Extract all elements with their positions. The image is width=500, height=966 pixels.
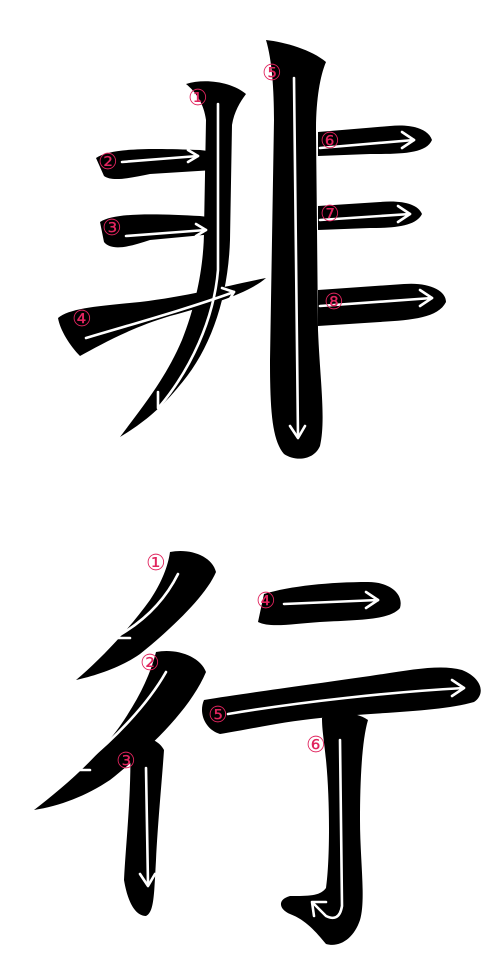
stroke-4-xing bbox=[258, 582, 401, 626]
stroke-number-5-xing: ⑤ bbox=[208, 703, 228, 728]
arrow-head-7-fei bbox=[396, 204, 412, 224]
arrow-head-2-xing bbox=[74, 754, 92, 772]
stroke-8-fei bbox=[318, 283, 446, 326]
arrow-head-8-fei bbox=[418, 288, 434, 308]
arrow-stroke-3-fei bbox=[124, 228, 208, 238]
arrow-stroke-8-fei bbox=[318, 296, 434, 308]
arrow-head-1-xing bbox=[114, 622, 132, 640]
arrow-stroke-1-fei bbox=[158, 102, 220, 408]
stroke-number-6-fei: ⑥ bbox=[320, 129, 340, 154]
character-xing: ① ② ③ ④ ⑤ ⑥ bbox=[34, 550, 481, 945]
arrow-stroke-5-fei bbox=[292, 76, 300, 438]
arrow-stroke-7-fei bbox=[318, 212, 412, 222]
stroke-5-xing bbox=[201, 667, 481, 734]
arrow-stroke-5-xing bbox=[226, 686, 466, 716]
arrow-head-5-fei bbox=[288, 424, 307, 440]
stroke-number-3-fei: ③ bbox=[102, 216, 122, 241]
arrow-head-3-xing bbox=[138, 872, 157, 888]
arrow-stroke-4-xing bbox=[282, 598, 380, 606]
stroke-number-5-fei: ⑤ bbox=[262, 61, 282, 86]
stroke-6-xing bbox=[280, 713, 368, 945]
arrow-stroke-4-fei bbox=[84, 290, 236, 340]
stroke-number-4-xing: ④ bbox=[256, 589, 276, 614]
arrow-stroke-1-xing bbox=[116, 572, 180, 638]
stroke-number-4-fei: ④ bbox=[72, 307, 92, 332]
stroke-3-fei bbox=[100, 214, 216, 248]
stroke-number-3-xing: ③ bbox=[116, 749, 136, 774]
stroke-1-fei bbox=[120, 81, 246, 438]
stroke-number-7-fei: ⑦ bbox=[320, 202, 340, 227]
stroke-number-1-xing: ① bbox=[146, 551, 166, 576]
stroke-number-2-xing: ② bbox=[140, 651, 160, 676]
arrow-head-6-fei bbox=[400, 130, 416, 150]
arrow-head-5-xing bbox=[450, 678, 466, 698]
arrow-stroke-2-fei bbox=[120, 154, 200, 164]
stroke-number-6-xing: ⑥ bbox=[306, 733, 326, 758]
arrow-stroke-3-xing bbox=[144, 766, 150, 886]
arrow-stroke-6-xing bbox=[312, 738, 344, 920]
arrow-head-1-fei bbox=[156, 390, 174, 410]
stroke-number-2-fei: ② bbox=[98, 150, 118, 175]
stroke-3-xing bbox=[124, 737, 164, 916]
arrow-stroke-6-fei bbox=[318, 138, 416, 150]
arrow-head-6-xing bbox=[310, 900, 328, 918]
stroke-number-8-fei: ⑧ bbox=[324, 290, 344, 315]
character-fei: ① ② ③ ④ ⑤ ⑥ ⑦ ⑧ bbox=[58, 40, 446, 459]
arrow-head-2-fei bbox=[186, 148, 200, 164]
arrow-head-4-fei bbox=[220, 286, 236, 304]
stroke-number-1-fei: ① bbox=[188, 86, 208, 111]
arrow-head-3-fei bbox=[194, 222, 208, 238]
arrow-head-4-xing bbox=[364, 590, 380, 610]
arrow-stroke-2-xing bbox=[76, 670, 168, 770]
